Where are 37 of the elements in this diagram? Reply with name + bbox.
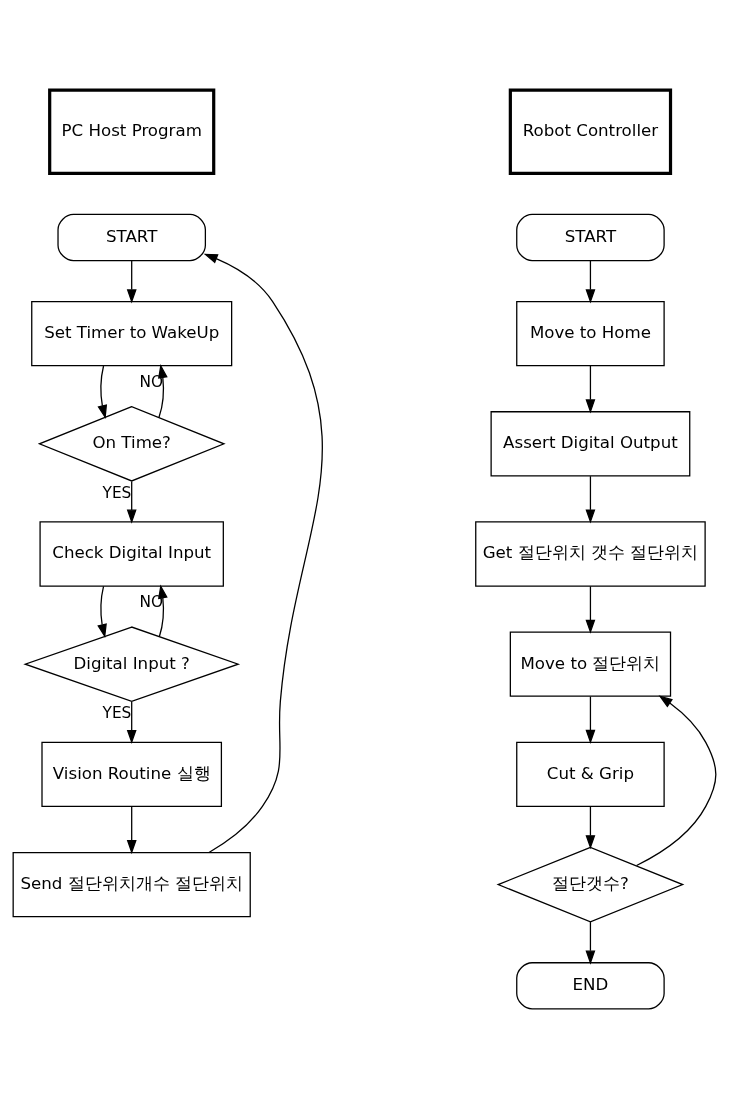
edge-label: NO (139, 372, 163, 391)
arrow (585, 475, 596, 524)
arrow (97, 585, 107, 638)
arrow (635, 694, 717, 866)
arrow (97, 364, 108, 419)
node-diamond: Digital Input ? (23, 625, 241, 702)
node-box: Cut & Grip (516, 741, 665, 807)
arrow (585, 364, 596, 413)
edge-label: YES (102, 483, 132, 502)
arrow (585, 920, 596, 965)
node-box: Move to Home (516, 300, 665, 366)
node-box: Assert Digital Output (490, 410, 691, 476)
arrow (126, 700, 137, 744)
arrow (203, 253, 323, 853)
node-box: START (516, 213, 665, 261)
arrow (585, 585, 596, 634)
arrow (158, 584, 168, 637)
arrow (585, 695, 596, 744)
arrow (585, 805, 596, 849)
node-box: Set Timer to WakeUp (31, 300, 233, 366)
node-box: END (516, 961, 665, 1009)
node-box: Robot Controller (508, 88, 673, 175)
node-box: Send 절단위치개수 절단위치 (12, 851, 251, 917)
node-diamond: 절단갯수? (496, 846, 685, 922)
node-box: PC Host Program (48, 88, 216, 175)
arrow (126, 259, 137, 303)
arrow (585, 259, 596, 303)
node-box: Vision Routine 실행 (41, 741, 223, 807)
node-box: START (57, 213, 206, 261)
edge-label: NO (139, 592, 164, 611)
node-box: Check Digital Input (39, 520, 224, 587)
arrow (126, 805, 137, 854)
arrow (158, 363, 168, 418)
node-box: Get 절단위치 갯수 절단위치 (475, 520, 706, 587)
arrow (126, 480, 137, 524)
edge-label: YES (102, 703, 132, 722)
node-box: Move to 절단위치 (509, 631, 672, 697)
